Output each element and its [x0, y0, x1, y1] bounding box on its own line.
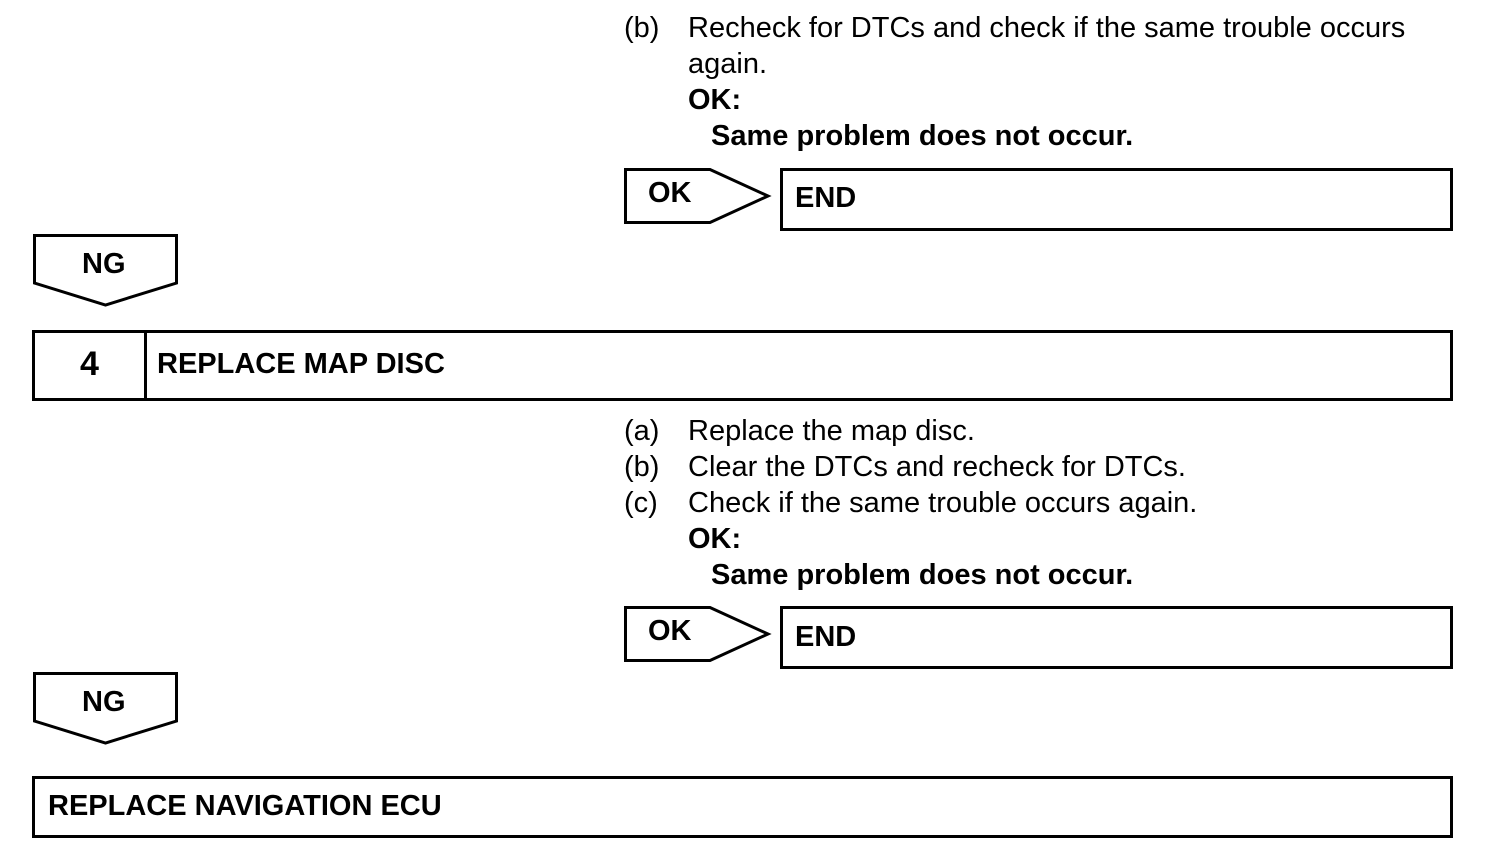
step4-item-b-text: Clear the DTCs and recheck for DTCs. — [688, 451, 1186, 483]
step4-ng-label: NG — [82, 686, 126, 718]
final-action-title: REPLACE NAVIGATION ECU — [48, 790, 442, 822]
step3-ng-label: NG — [82, 248, 126, 280]
step4-ok-arrow — [624, 606, 772, 662]
step3-item-b-line2: again. — [688, 48, 768, 80]
step3-item-b-line1: Recheck for DTCs and check if the same t… — [688, 12, 1406, 44]
step4-title: REPLACE MAP DISC — [157, 348, 445, 380]
step3-ok-arrow — [624, 168, 772, 224]
step4-item-a-marker: (a) — [624, 415, 660, 447]
step4-header: 4 REPLACE MAP DISC — [32, 330, 1453, 401]
step4-ok-heading: OK: — [688, 523, 742, 555]
step3-ok-heading: OK: — [688, 84, 742, 116]
step3-end-box: END — [780, 168, 1453, 231]
step3-item-b-marker: (b) — [624, 12, 660, 44]
step4-number: 4 — [80, 345, 99, 383]
step4-item-c-text: Check if the same trouble occurs again. — [688, 487, 1198, 519]
step4-end-label: END — [795, 621, 857, 653]
step3-ok-condition: Same problem does not occur. — [711, 120, 1134, 152]
step4-divider — [144, 333, 147, 398]
step4-item-a-text: Replace the map disc. — [688, 415, 975, 447]
final-action-box: REPLACE NAVIGATION ECU — [32, 776, 1453, 838]
step4-ng-arrow — [33, 672, 178, 745]
step4-ok-condition: Same problem does not occur. — [711, 559, 1134, 591]
step3-end-label: END — [795, 182, 857, 214]
step3-ok-arrow-label: OK — [648, 177, 692, 209]
step4-end-box: END — [780, 606, 1453, 669]
step3-ng-arrow — [33, 234, 178, 307]
step4-item-b-marker: (b) — [624, 451, 660, 483]
step4-item-c-marker: (c) — [624, 487, 658, 519]
step4-ok-arrow-label: OK — [648, 615, 692, 647]
